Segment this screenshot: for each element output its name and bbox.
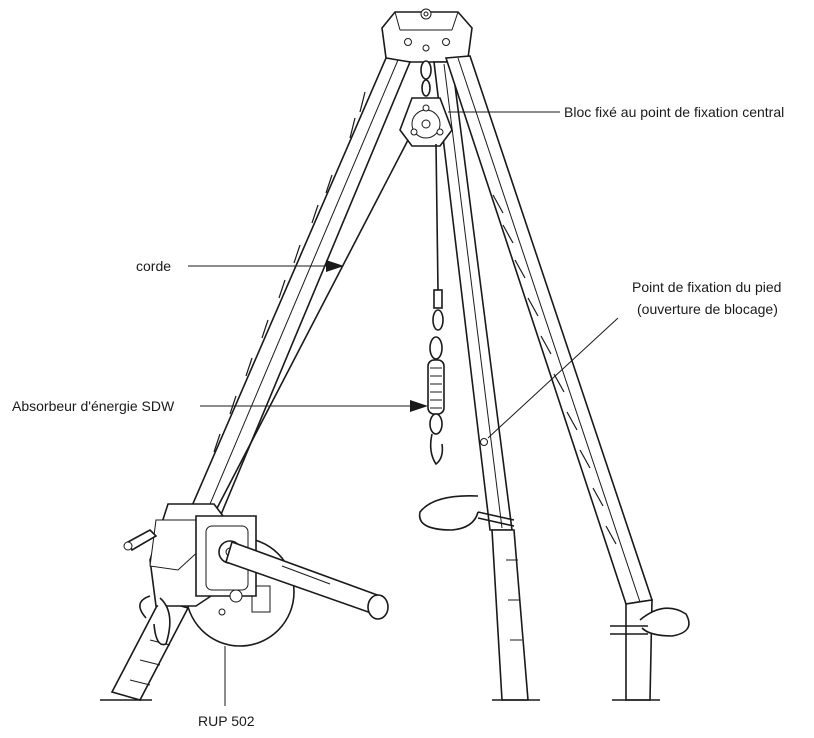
winch <box>123 503 389 647</box>
rope-label: corde <box>136 258 171 274</box>
middle-leg <box>433 61 540 701</box>
tripod-head <box>381 8 473 63</box>
foot-point-label-line1: Point de fixation du pied <box>632 279 781 295</box>
pulley-label: Bloc fixé au point de fixation central <box>564 104 784 120</box>
foot-fixing-point <box>480 438 488 446</box>
absorber-label: Absorbeur d'énergie SDW <box>12 398 175 414</box>
absorber-arrow-head <box>410 400 428 412</box>
rope <box>213 139 439 515</box>
winch-label: RUP 502 <box>198 713 255 729</box>
right-foot-strap <box>610 607 690 637</box>
middle-foot-strap <box>418 495 515 531</box>
leader-lines <box>188 111 619 706</box>
energy-absorber <box>427 289 445 466</box>
foot-point-label-line2: (ouverture de blocage) <box>637 301 778 317</box>
pulley-block <box>399 60 453 147</box>
rope-arrow-head <box>326 260 344 272</box>
